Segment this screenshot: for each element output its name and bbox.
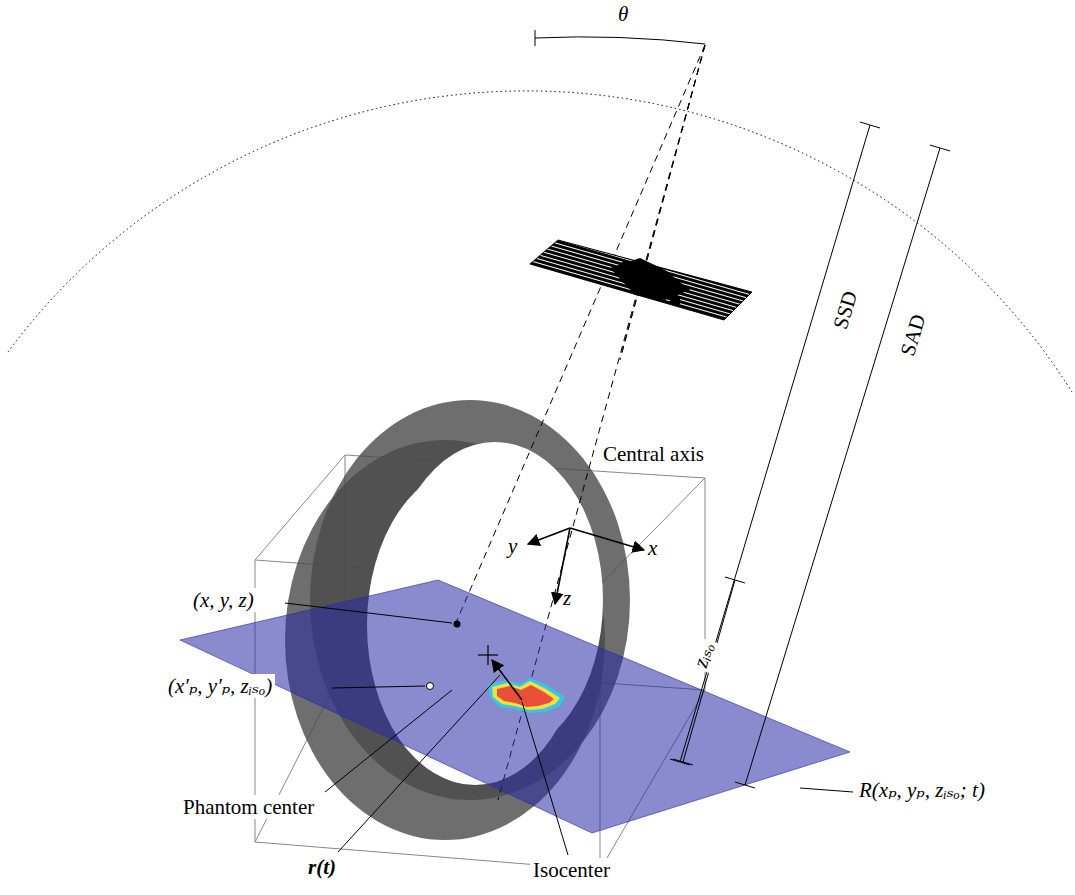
point	[427, 683, 434, 690]
point	[454, 621, 461, 628]
collimator	[530, 240, 752, 320]
dimension-label: zᵢₛₒ	[687, 637, 719, 673]
position-vector	[492, 660, 522, 700]
vector-label: r(t)	[305, 855, 339, 879]
leader-lines	[285, 603, 853, 855]
axis-label: x	[645, 536, 660, 560]
axis-label: z	[560, 586, 574, 610]
dose-region	[488, 678, 565, 713]
plane-label: R(xₚ, yₚ, zᵢₛₒ; t)	[856, 778, 988, 802]
dimension-lines	[670, 122, 950, 788]
angle-arc	[535, 37, 705, 44]
coordinate-label: (x, y, z)	[190, 588, 257, 612]
axis-label: y	[505, 534, 520, 558]
detector-plane	[180, 580, 850, 833]
callout-label: Phantom center	[180, 795, 317, 819]
tick	[535, 30, 536, 46]
dimension-label: SAD	[894, 309, 931, 362]
gantry-arc	[8, 91, 1072, 392]
callout-label: Isocenter	[530, 858, 613, 882]
angle-label: θ	[615, 2, 631, 26]
axis-label: Central axis	[600, 442, 707, 466]
dimension-label: SSD	[827, 285, 863, 335]
coordinate-label: (x′ₚ, y′ₚ, zᵢₛₒ)	[165, 674, 275, 698]
